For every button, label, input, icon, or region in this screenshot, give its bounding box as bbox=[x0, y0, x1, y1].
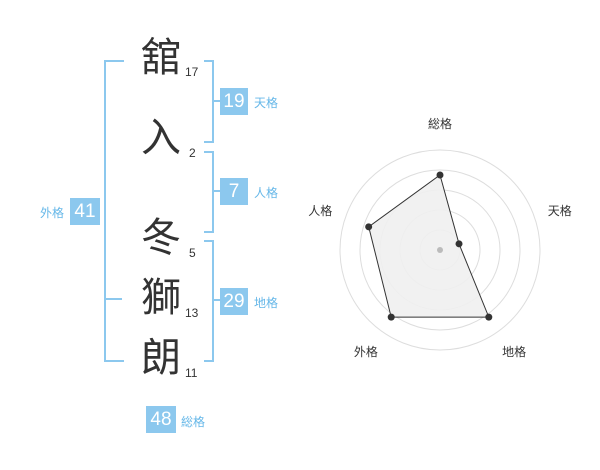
name-char-4: 獅 bbox=[141, 275, 181, 321]
radar-ring-5 bbox=[339, 149, 541, 351]
radar-center bbox=[437, 247, 443, 253]
soukaku-label: 総格 bbox=[181, 415, 206, 429]
chikaku-label: 地格 bbox=[254, 296, 279, 310]
name-char-5: 朗 bbox=[141, 335, 181, 381]
gaikaku-label: 外格 bbox=[40, 206, 65, 220]
radar-point-4 bbox=[387, 313, 395, 321]
radar-point-1 bbox=[436, 171, 444, 179]
radar-point-2 bbox=[455, 240, 463, 248]
tenkaku-label: 天格 bbox=[254, 96, 279, 110]
radar-axis-label-4: 外格 bbox=[354, 344, 378, 359]
jinkaku-value: 7 bbox=[220, 178, 248, 205]
radar-points bbox=[365, 171, 493, 321]
stroke-count-1: 17 bbox=[185, 65, 199, 79]
radar-point-3 bbox=[485, 313, 493, 321]
radar-axis-label-5: 人格 bbox=[308, 203, 332, 218]
radar-axis-label-2: 天格 bbox=[548, 203, 572, 218]
tenkaku-tick bbox=[214, 100, 220, 102]
radar-area bbox=[368, 174, 490, 318]
name-char-3: 冬 bbox=[141, 215, 181, 261]
name-char-2: 入 bbox=[141, 115, 181, 161]
name-char-1: 舘 bbox=[141, 35, 181, 81]
stroke-count-4: 13 bbox=[185, 306, 199, 320]
chikaku-value: 29 bbox=[220, 288, 248, 315]
gaikaku-value: 41 bbox=[70, 198, 100, 225]
radar-ring-4 bbox=[359, 169, 521, 331]
jinkaku-label: 人格 bbox=[254, 186, 279, 200]
gaikaku-bracket bbox=[104, 60, 124, 362]
jinkaku-bracket bbox=[204, 151, 214, 233]
tenkaku-value: 19 bbox=[220, 88, 248, 115]
radar-point-5 bbox=[365, 223, 373, 231]
chikaku-bracket bbox=[204, 240, 214, 362]
soukaku-value: 48 bbox=[146, 406, 176, 433]
stroke-count-3: 5 bbox=[189, 246, 196, 260]
stroke-count-2: 2 bbox=[189, 146, 196, 160]
radar-axis-label-3: 地格 bbox=[502, 344, 526, 359]
chikaku-tick bbox=[214, 299, 220, 301]
jinkaku-tick bbox=[214, 190, 220, 192]
tenkaku-bracket bbox=[204, 60, 214, 143]
radar-axis-label-1: 総格 bbox=[428, 116, 452, 131]
stroke-count-5: 11 bbox=[185, 366, 198, 380]
gaikaku-inner-tick bbox=[106, 298, 122, 300]
